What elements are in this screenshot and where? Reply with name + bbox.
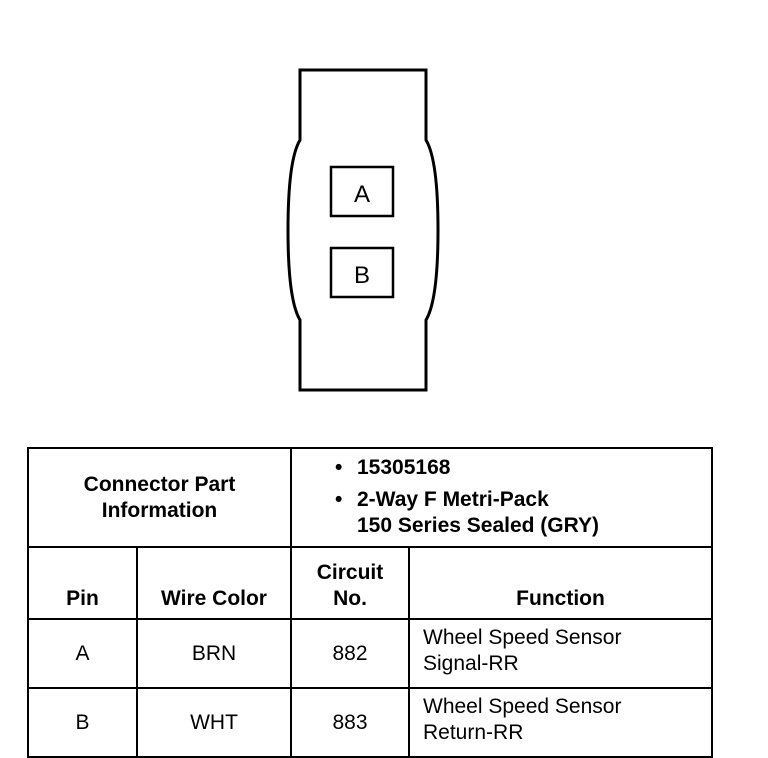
- circuit-cell: 882: [290, 618, 410, 689]
- bullet-icon: •: [335, 456, 343, 479]
- header-circuit-line2: No.: [333, 587, 367, 610]
- function-cell: Wheel Speed Sensor Return-RR: [407, 687, 714, 758]
- part-info-details-cell: • 15305168 • 2-Way F Metri-Pack 150 Seri…: [289, 447, 714, 548]
- circuit-cell: 883: [290, 687, 410, 758]
- function-line1: Wheel Speed Sensor: [423, 626, 622, 649]
- function-line2: Return-RR: [423, 721, 524, 744]
- header-pin: Pin: [27, 546, 138, 620]
- table-row: B WHT 883 Wheel Speed Sensor Return-RR: [27, 687, 714, 758]
- cavity-b-box: [329, 246, 395, 299]
- bullet-icon: •: [335, 488, 343, 511]
- part-info-label-cell: Connector Part Information: [27, 447, 292, 548]
- wire-color-cell: BRN: [136, 618, 292, 689]
- cavity-b-label: B: [354, 262, 370, 289]
- cavity-a-label: A: [354, 181, 370, 208]
- function-line1: Wheel Speed Sensor: [423, 695, 622, 718]
- part-number-item: • 15305168: [332, 455, 711, 481]
- part-info-row: Connector Part Information • 15305168 • …: [27, 447, 714, 548]
- header-circuit-line1: Circuit: [316, 561, 384, 584]
- header-wire-color: Wire Color: [136, 546, 292, 620]
- part-description-item: • 2-Way F Metri-Pack 150 Series Sealed (…: [332, 487, 711, 539]
- function-line2: Signal-RR: [423, 652, 519, 675]
- table-row: A BRN 882 Wheel Speed Sensor Signal-RR: [27, 618, 714, 689]
- header-function: Function: [407, 546, 714, 620]
- connector-pin-table: Connector Part Information • 15305168 • …: [27, 447, 714, 758]
- pin-cell: B: [27, 687, 138, 758]
- part-info-label-line2: Information: [101, 498, 218, 522]
- pin-cell: A: [27, 618, 138, 689]
- header-circuit-no: Circuit No.: [290, 546, 410, 620]
- connector-body: [286, 68, 440, 392]
- column-header-row: Pin Wire Color Circuit No. Function: [27, 546, 714, 620]
- cavity-a-box: [329, 165, 395, 218]
- part-description-line1: 2-Way F Metri-Pack: [357, 488, 549, 511]
- function-cell: Wheel Speed Sensor Signal-RR: [407, 618, 714, 689]
- part-info-label-line1: Connector Part: [83, 472, 236, 496]
- part-number: 15305168: [357, 456, 451, 479]
- connector-diagram: A B: [286, 68, 440, 392]
- wire-color-cell: WHT: [136, 687, 292, 758]
- part-description-line2: 150 Series Sealed (GRY): [357, 514, 600, 537]
